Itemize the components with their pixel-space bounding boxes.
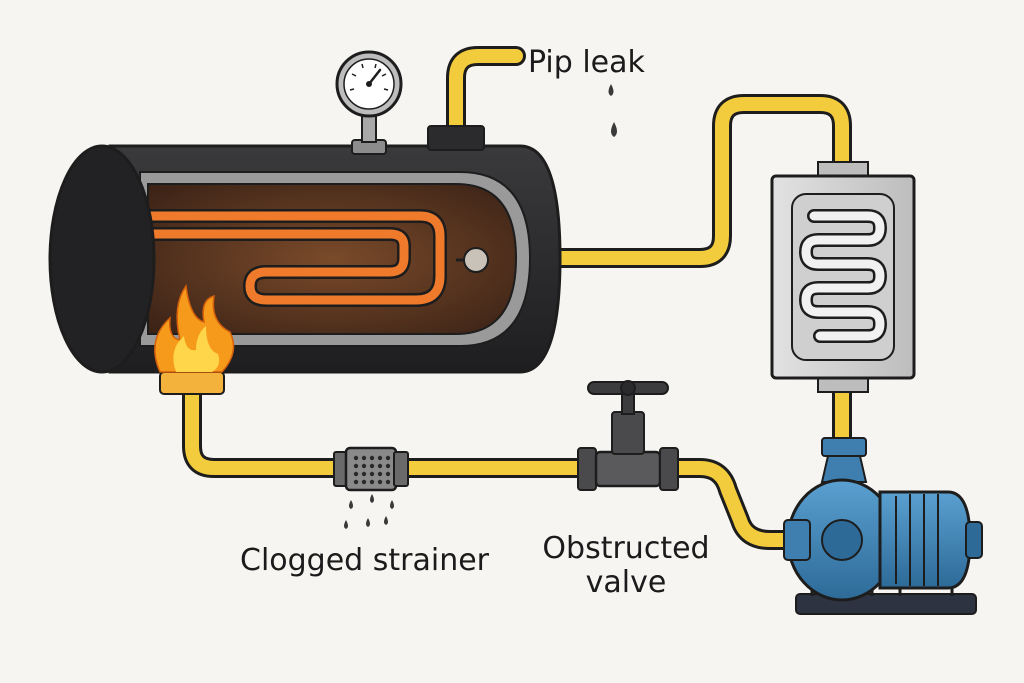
tank-sensor [463, 247, 489, 273]
pump-icon [783, 437, 983, 615]
valve [577, 380, 679, 491]
water-drip-icon [344, 494, 394, 529]
tank-end-cap [48, 144, 156, 374]
leak-drip-icon [608, 84, 617, 137]
burner [154, 283, 235, 395]
clogged-strainer-label: Clogged strainer [240, 543, 490, 578]
heat-exchanger-icon [770, 161, 916, 393]
valve-handle-icon [587, 380, 669, 396]
flame-icon [154, 283, 235, 373]
water-heater-tank [48, 125, 562, 374]
pressure-gauge-icon [335, 50, 403, 155]
pipe-leak-label: Pip leak [528, 45, 645, 80]
pipe-network [182, 46, 852, 550]
strainer [333, 446, 409, 492]
obstructed-valve-label: Obstructed valve [540, 532, 712, 600]
obstructed-valve-label-line1: Obstructed [542, 531, 710, 566]
obstructed-valve-label-line2: valve [585, 565, 667, 600]
